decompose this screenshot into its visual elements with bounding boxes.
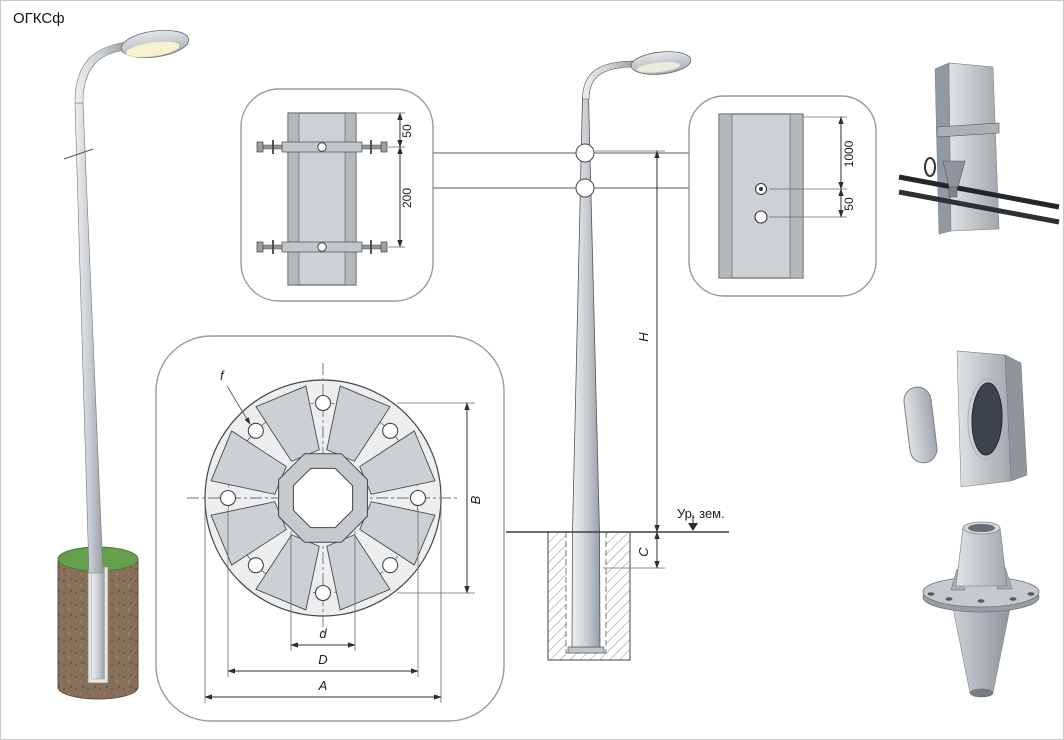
pole-octagon-hole bbox=[292, 467, 354, 529]
clamp-detail-view: 50 200 bbox=[240, 88, 434, 302]
flange-3d-bolt-holes bbox=[927, 592, 1035, 603]
shackle-hook bbox=[924, 157, 936, 177]
lamp-head-3d bbox=[120, 29, 190, 59]
skirt-bottom bbox=[969, 688, 994, 698]
base-tube bbox=[955, 527, 1008, 587]
pole-shaft-3d bbox=[74, 102, 104, 574]
base-plate bbox=[567, 646, 605, 654]
pole-band bbox=[936, 122, 1000, 138]
door-cover bbox=[903, 386, 938, 464]
pole-elevation-view: Ур. зем. H C bbox=[433, 51, 729, 661]
pole-left-face bbox=[934, 62, 952, 235]
f-leader-line bbox=[226, 385, 251, 425]
holes-dim-gap-label: 50 bbox=[842, 197, 856, 211]
flange-d-label: d bbox=[319, 626, 327, 641]
elevation-H-label: H bbox=[636, 332, 651, 342]
flange-B-label: B bbox=[468, 495, 483, 504]
door-opening bbox=[971, 382, 1003, 456]
lamp-arm-3d bbox=[74, 41, 128, 104]
earthing-rod bbox=[898, 189, 1060, 225]
tube-opening bbox=[968, 524, 995, 532]
pole-section bbox=[718, 113, 804, 279]
band-clamp-upper bbox=[256, 140, 388, 154]
pole-3d-render bbox=[57, 29, 190, 700]
clamp-dim-spacing-label: 200 bbox=[400, 188, 414, 208]
clamp-cone bbox=[942, 160, 966, 188]
cable-hole bbox=[754, 210, 768, 224]
pole-edge-left bbox=[718, 113, 733, 279]
band-clamp-lower bbox=[256, 240, 388, 254]
earthing-clamp-3d-detail bbox=[898, 62, 1060, 235]
break-mark bbox=[63, 148, 94, 160]
ground-level-mark bbox=[688, 523, 698, 531]
ground-level-label: Ур. зем. bbox=[677, 506, 725, 521]
flange-detail-view: f B d D A bbox=[155, 335, 505, 722]
detail-node-lower bbox=[575, 178, 595, 198]
lamp-arm-elevation bbox=[582, 60, 636, 100]
clamp-dim-offset-label: 50 bbox=[400, 124, 414, 138]
earthing-bolt-dot bbox=[759, 187, 763, 191]
pole-edge-right bbox=[789, 113, 804, 279]
access-door-3d-detail bbox=[903, 350, 1028, 488]
pole-edge-left bbox=[287, 112, 300, 286]
holes-detail-view: 1000 50 bbox=[688, 95, 877, 297]
holes-dim-height-label: 1000 bbox=[842, 140, 856, 167]
flange-D-label: D bbox=[318, 652, 327, 667]
pole-edge-right bbox=[344, 112, 357, 286]
clamp-stem bbox=[948, 186, 958, 198]
page-title: ОГКСф bbox=[13, 10, 65, 27]
flange-f-label: f bbox=[220, 368, 225, 383]
door-opening-rim bbox=[967, 378, 1007, 460]
detail-node-upper bbox=[575, 143, 595, 163]
lamp-head-elevation bbox=[630, 51, 692, 75]
embedded-pole bbox=[91, 566, 105, 680]
elevation-C-label: C bbox=[636, 547, 651, 557]
earthing-rod bbox=[898, 174, 1060, 210]
flange-base-3d-detail bbox=[922, 521, 1040, 698]
pole-right-face bbox=[1004, 354, 1028, 482]
flange-A-label: A bbox=[318, 678, 328, 693]
